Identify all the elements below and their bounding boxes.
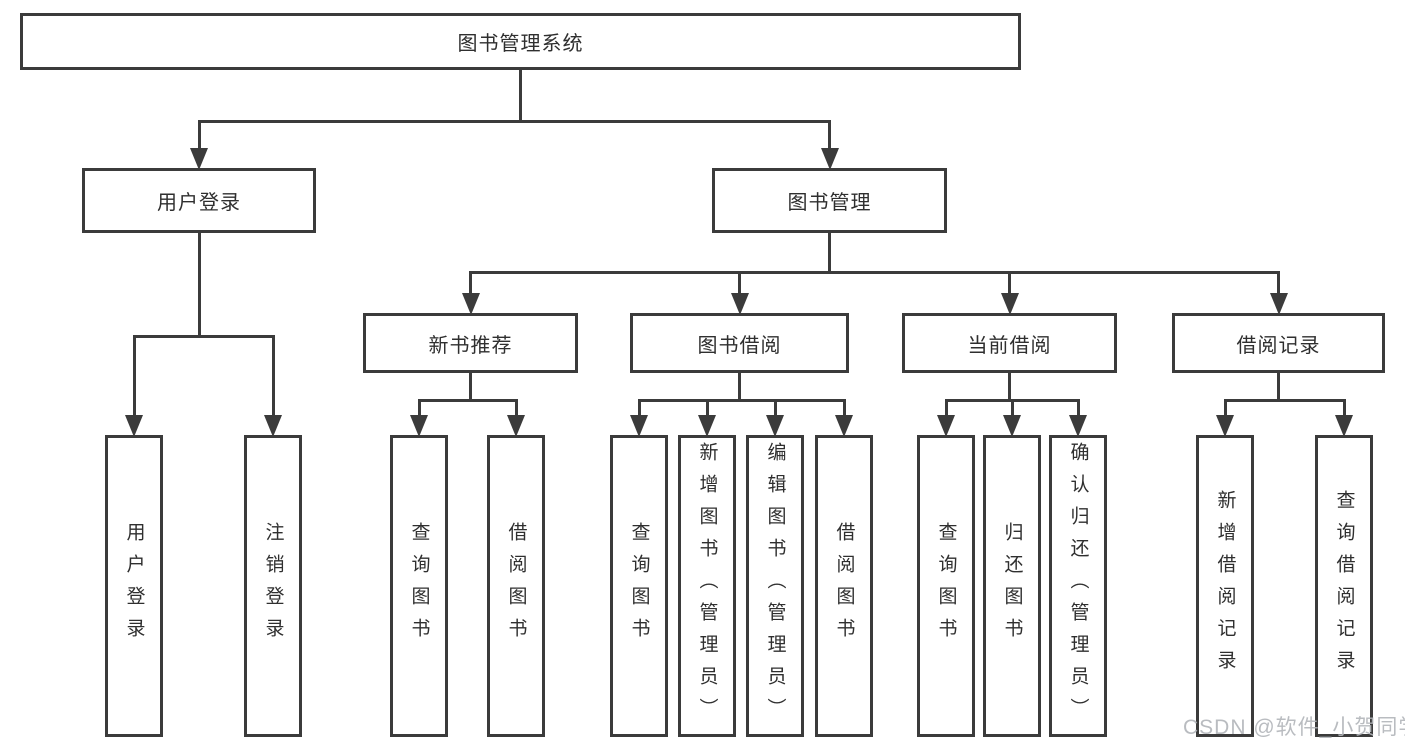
connector-segment: [705, 399, 709, 419]
node-leaf-cb-return: 归还图书: [983, 435, 1041, 737]
node-leaf-cb-query: 查询图书: [917, 435, 975, 737]
connector-segment: [514, 399, 518, 419]
connector-segment: [197, 120, 831, 123]
node-leaf-br-query: 查询借阅记录: [1315, 435, 1373, 737]
node-new-book-rec: 新书推荐: [363, 313, 578, 373]
arrow-down-icon: [1003, 415, 1021, 437]
node-borrow-records: 借阅记录: [1172, 313, 1385, 373]
connector-segment: [197, 233, 201, 338]
connector-segment: [1008, 373, 1011, 402]
connector-segment: [1342, 399, 1346, 419]
connector-segment: [828, 233, 831, 274]
arrow-down-icon: [766, 415, 784, 437]
node-book-borrow: 图书借阅: [630, 313, 849, 373]
arrow-down-icon: [937, 415, 955, 437]
connector-segment: [842, 399, 846, 419]
arrow-down-icon: [461, 293, 480, 315]
connector-segment: [1223, 399, 1227, 419]
node-leaf-nb-borrow: 借阅图书: [487, 435, 545, 737]
arrow-down-icon: [264, 415, 282, 437]
connector-segment: [944, 399, 948, 419]
connector-segment: [1076, 399, 1080, 419]
node-leaf-bb-query: 查询图书: [610, 435, 668, 737]
arrow-down-icon: [820, 148, 839, 170]
connector-segment: [1277, 373, 1280, 402]
node-current-borrow: 当前借阅: [902, 313, 1117, 373]
node-leaf-bb-edit: 编辑图书（管理员）: [746, 435, 804, 737]
connector-segment: [1277, 271, 1280, 297]
node-user-login: 用户登录: [82, 168, 316, 233]
arrow-down-icon: [730, 293, 749, 315]
node-leaf-user-login: 用户登录: [105, 435, 163, 737]
connector-segment: [271, 335, 275, 419]
connector-segment: [773, 399, 777, 419]
arrow-down-icon: [835, 415, 853, 437]
node-leaf-cb-confirm: 确认归还（管理员）: [1049, 435, 1107, 737]
arrow-down-icon: [1216, 415, 1234, 437]
connector-segment: [469, 271, 1280, 274]
connector-segment: [132, 335, 136, 419]
node-leaf-bb-borrow: 借阅图书: [815, 435, 873, 737]
arrow-down-icon: [507, 415, 525, 437]
arrow-down-icon: [190, 148, 208, 170]
arrow-down-icon: [1069, 415, 1087, 437]
arrow-down-icon: [125, 415, 143, 437]
connector-segment: [738, 271, 741, 297]
node-root: 图书管理系统: [20, 13, 1021, 70]
watermark: CSDN @软件_小贺同学: [1183, 716, 1405, 739]
connector-segment: [469, 373, 472, 402]
connector-segment: [637, 399, 846, 402]
arrow-down-icon: [698, 415, 716, 437]
arrow-down-icon: [1000, 293, 1019, 315]
connector-segment: [132, 335, 275, 338]
connector-segment: [1008, 271, 1011, 297]
connector-segment: [469, 271, 472, 297]
node-leaf-br-add: 新增借阅记录: [1196, 435, 1254, 737]
connector-segment: [417, 399, 518, 402]
arrow-down-icon: [410, 415, 428, 437]
connector-segment: [828, 120, 831, 152]
connector-segment: [1010, 399, 1014, 419]
connector-segment: [417, 399, 421, 419]
node-leaf-bb-add: 新增图书（管理员）: [678, 435, 736, 737]
arrow-down-icon: [630, 415, 648, 437]
arrow-down-icon: [1335, 415, 1353, 437]
connector-segment: [738, 373, 741, 402]
node-leaf-nb-query: 查询图书: [390, 435, 448, 737]
node-book-mgmt: 图书管理: [712, 168, 947, 233]
node-leaf-logout: 注销登录: [244, 435, 302, 737]
arrow-down-icon: [1269, 293, 1288, 315]
connector-segment: [519, 70, 522, 123]
connector-segment: [637, 399, 641, 419]
connector-segment: [1223, 399, 1346, 402]
connector-segment: [197, 120, 201, 152]
